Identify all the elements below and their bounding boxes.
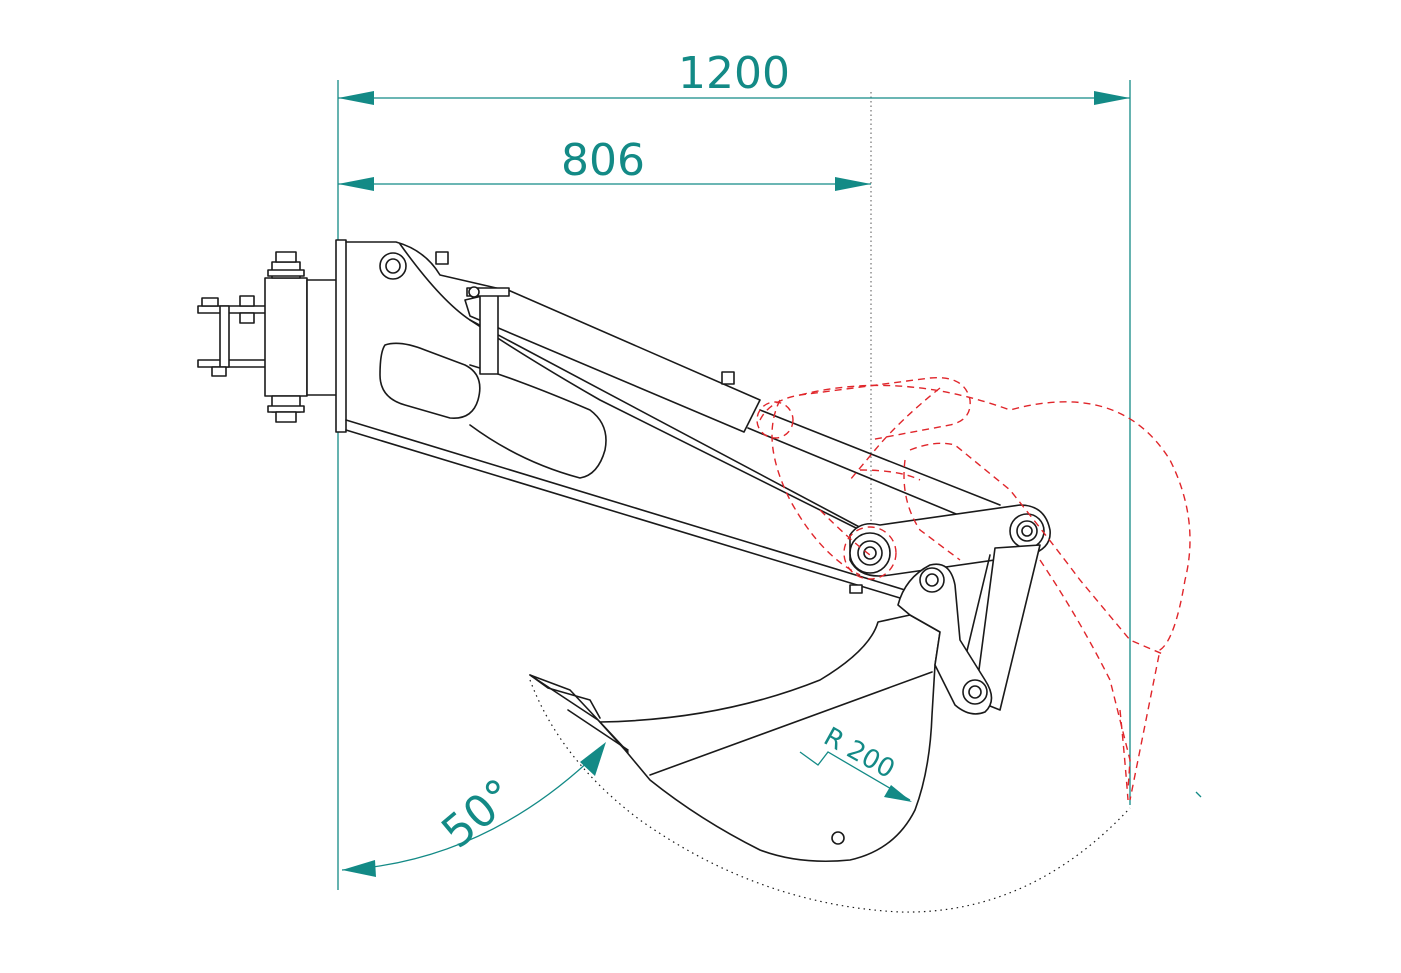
tick-mark xyxy=(1195,791,1202,798)
boom-arm xyxy=(345,241,906,599)
dimension-806-label: 806 xyxy=(561,135,645,186)
mounting-bracket xyxy=(197,239,347,433)
swing-arc xyxy=(529,679,1131,913)
dimension-1200: 1200 xyxy=(338,48,1130,105)
bucket xyxy=(529,563,993,863)
dimension-1200-label: 1200 xyxy=(678,48,790,99)
hydraulic-cylinder xyxy=(464,286,1001,529)
linkage xyxy=(849,504,1051,711)
alternate-bucket-position xyxy=(756,376,1191,801)
extension-lines xyxy=(337,80,1131,890)
angle-dimension: 50° xyxy=(341,742,606,877)
dimension-806: 806 xyxy=(338,135,871,191)
angle-label: 50° xyxy=(432,769,525,858)
